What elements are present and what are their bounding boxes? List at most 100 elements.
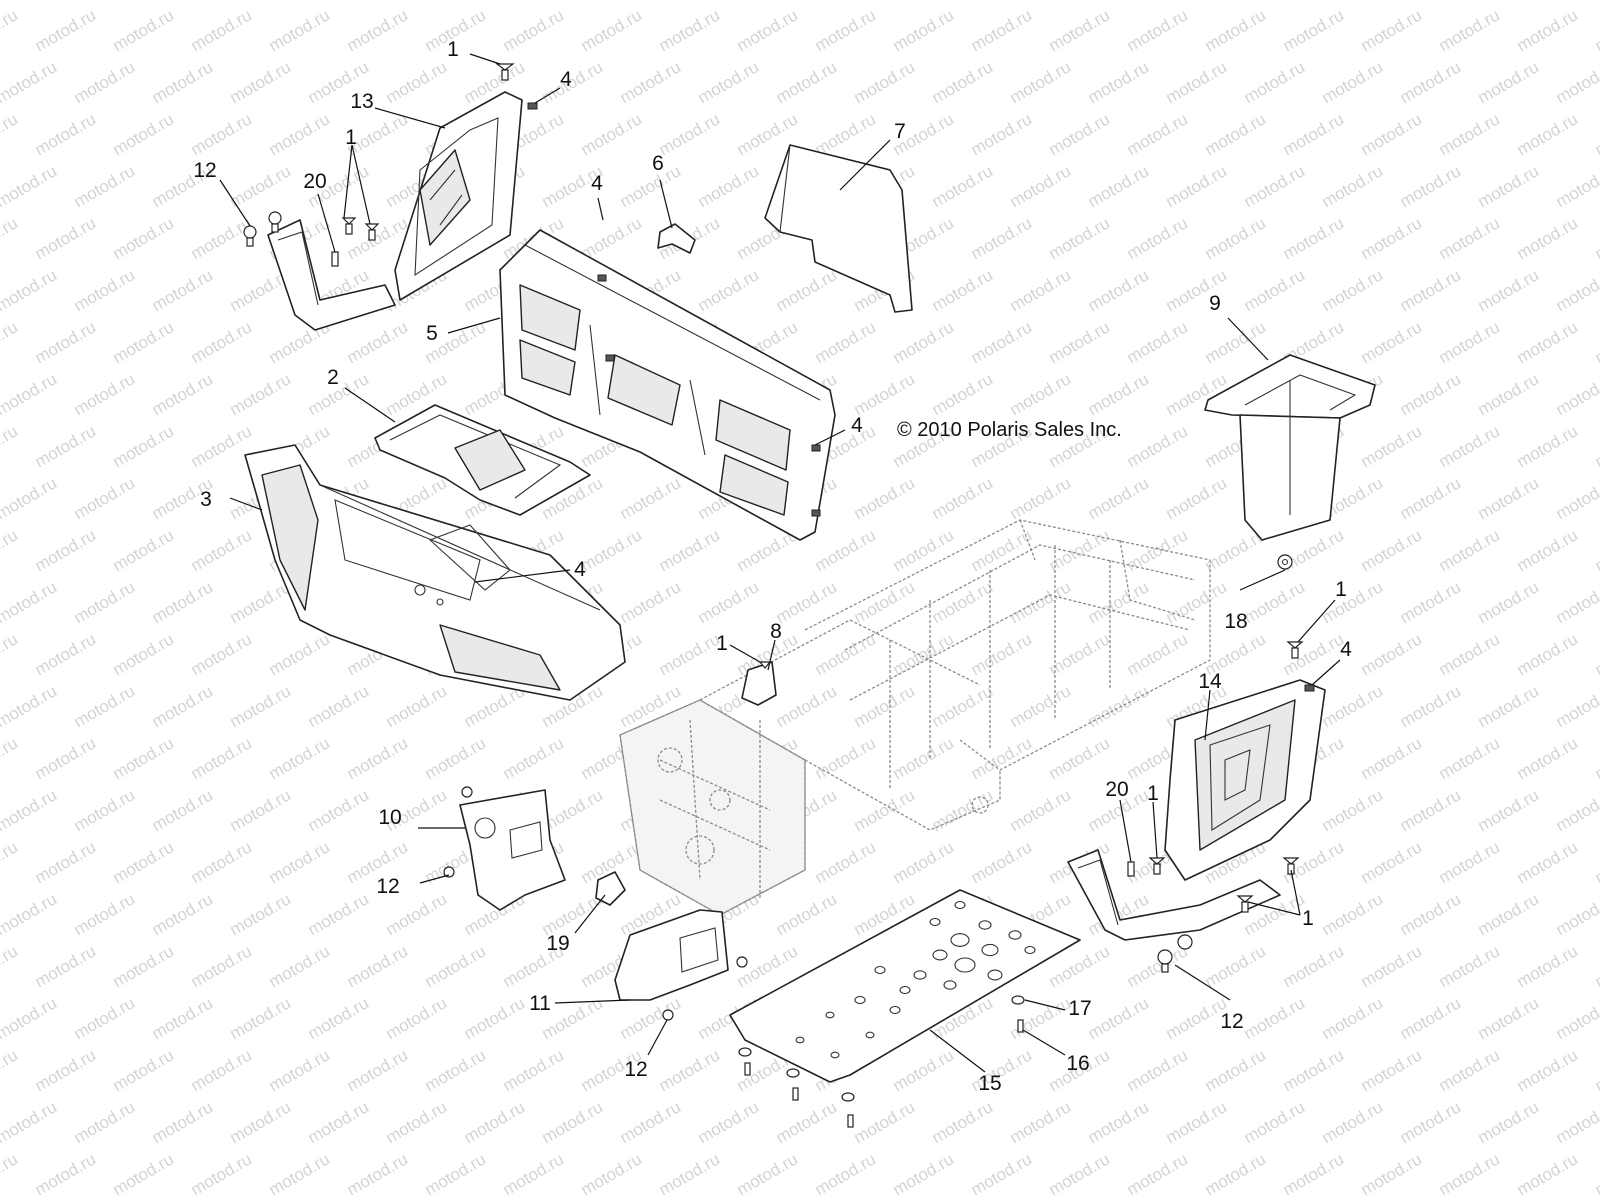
watermark-text: motod.ru — [0, 733, 21, 783]
watermark-text: motod.ru — [539, 1097, 607, 1147]
watermark-text: motod.ru — [1358, 733, 1426, 783]
watermark-text: motod.ru — [500, 5, 568, 55]
watermark-text: motod.ru — [1553, 0, 1600, 3]
callout-1: 1 — [345, 126, 357, 149]
watermark-text: motod.ru — [227, 681, 295, 731]
watermark-text: motod.ru — [1241, 0, 1309, 3]
plate-hole — [830, 1051, 840, 1059]
plate-hole — [929, 917, 941, 927]
plate-hole — [899, 985, 911, 995]
watermark-text: motod.ru — [266, 629, 334, 679]
part-13-side-panel — [394, 91, 523, 301]
watermark-text: motod.ru — [1553, 161, 1600, 211]
watermark-text: motod.ru — [383, 1097, 451, 1147]
watermark-text: motod.ru — [1553, 993, 1600, 1043]
watermark-text: motod.ru — [1514, 109, 1582, 159]
watermark-text: motod.ru — [1358, 213, 1426, 263]
watermark-text: motod.ru — [695, 161, 763, 211]
watermark-text: motod.ru — [1085, 1097, 1153, 1147]
watermark-text: motod.ru — [110, 1149, 178, 1199]
part-3-lower-console — [244, 444, 626, 701]
watermark-text: motod.ru — [32, 421, 100, 471]
plate-hole — [987, 969, 1003, 981]
watermark-text: motod.ru — [0, 213, 21, 263]
watermark-text: motod.ru — [0, 525, 21, 575]
watermark-text: motod.ru — [1475, 0, 1543, 3]
watermark-text: motod.ru — [383, 681, 451, 731]
watermark-text: motod.ru — [890, 525, 958, 575]
watermark-text: motod.ru — [0, 1149, 21, 1199]
callout-12: 12 — [193, 159, 216, 182]
watermark-text: motod.ru — [110, 733, 178, 783]
watermark-text: motod.ru — [1514, 733, 1582, 783]
callout-2: 2 — [327, 366, 339, 389]
watermark-text: motod.ru — [0, 317, 21, 367]
watermark-text: motod.ru — [1592, 733, 1600, 783]
watermark-text: motod.ru — [188, 525, 256, 575]
watermark-text: motod.ru — [1592, 5, 1600, 55]
callout-4: 4 — [560, 68, 572, 91]
watermark-text: motod.ru — [422, 733, 490, 783]
watermark-text: motod.ru — [110, 1045, 178, 1095]
watermark-text: motod.ru — [500, 1149, 568, 1199]
watermark-text: motod.ru — [422, 941, 490, 991]
watermark-text: motod.ru — [1553, 681, 1600, 731]
watermark-text: motod.ru — [71, 993, 139, 1043]
watermark-text: motod.ru — [1514, 421, 1582, 471]
watermark-text: motod.ru — [1436, 629, 1504, 679]
watermark-text: motod.ru — [266, 941, 334, 991]
watermark-text: motod.ru — [0, 57, 60, 107]
callout-15: 15 — [978, 1072, 1001, 1095]
watermark-text: motod.ru — [0, 421, 21, 471]
watermark-text: motod.ru — [1280, 941, 1348, 991]
watermark-text: motod.ru — [578, 1149, 646, 1199]
watermark-text: motod.ru — [1436, 941, 1504, 991]
watermark-text: motod.ru — [305, 0, 373, 3]
watermark-text: motod.ru — [344, 941, 412, 991]
watermark-text: motod.ru — [32, 629, 100, 679]
watermark-text: motod.ru — [71, 369, 139, 419]
watermark-text: motod.ru — [1397, 161, 1465, 211]
watermark-text: motod.ru — [617, 57, 685, 107]
watermark-text: motod.ru — [1124, 941, 1192, 991]
watermark-text: motod.ru — [344, 5, 412, 55]
part-right-fender-scoop — [1067, 849, 1281, 941]
watermark-text: motod.ru — [188, 109, 256, 159]
callout-14: 14 — [1198, 670, 1222, 693]
watermark-text: motod.ru — [1358, 1045, 1426, 1095]
watermark-text: motod.ru — [1163, 0, 1231, 3]
watermark-text: motod.ru — [773, 681, 841, 731]
watermark-text: motod.ru — [1280, 1045, 1348, 1095]
watermark-text: motod.ru — [929, 473, 997, 523]
callout-1: 1 — [716, 632, 728, 655]
watermark-text: motod.ru — [149, 681, 217, 731]
watermark-text: motod.ru — [32, 109, 100, 159]
plate-hole — [865, 1031, 875, 1039]
watermark-text: motod.ru — [773, 889, 841, 939]
watermark-text: motod.ru — [32, 525, 100, 575]
callout-4: 4 — [851, 414, 863, 437]
watermark-text: motod.ru — [656, 109, 724, 159]
callout-20: 20 — [1105, 778, 1128, 801]
watermark-text: motod.ru — [1046, 733, 1114, 783]
watermark-text: motod.ru — [1358, 109, 1426, 159]
watermark-text: motod.ru — [890, 733, 958, 783]
watermark-text: motod.ru — [0, 993, 60, 1043]
watermark-text: motod.ru — [227, 993, 295, 1043]
plate-hole — [1024, 945, 1036, 955]
watermark-text: motod.ru — [110, 421, 178, 471]
watermark-text: motod.ru — [1124, 1045, 1192, 1095]
part-5-bulkhead — [499, 229, 836, 541]
watermark-text: motod.ru — [1397, 681, 1465, 731]
watermark-text: motod.ru — [656, 5, 724, 55]
watermark-text: motod.ru — [188, 733, 256, 783]
watermark-text: motod.ru — [734, 1149, 802, 1199]
watermark-text: motod.ru — [461, 1097, 529, 1147]
callout-3: 3 — [200, 488, 212, 511]
watermark-text: motod.ru — [968, 5, 1036, 55]
watermark-text: motod.ru — [1241, 1097, 1309, 1147]
watermark-text: motod.ru — [1553, 1097, 1600, 1147]
watermark-text: motod.ru — [149, 265, 217, 315]
watermark-text: motod.ru — [1592, 109, 1600, 159]
watermark-text: motod.ru — [110, 213, 178, 263]
